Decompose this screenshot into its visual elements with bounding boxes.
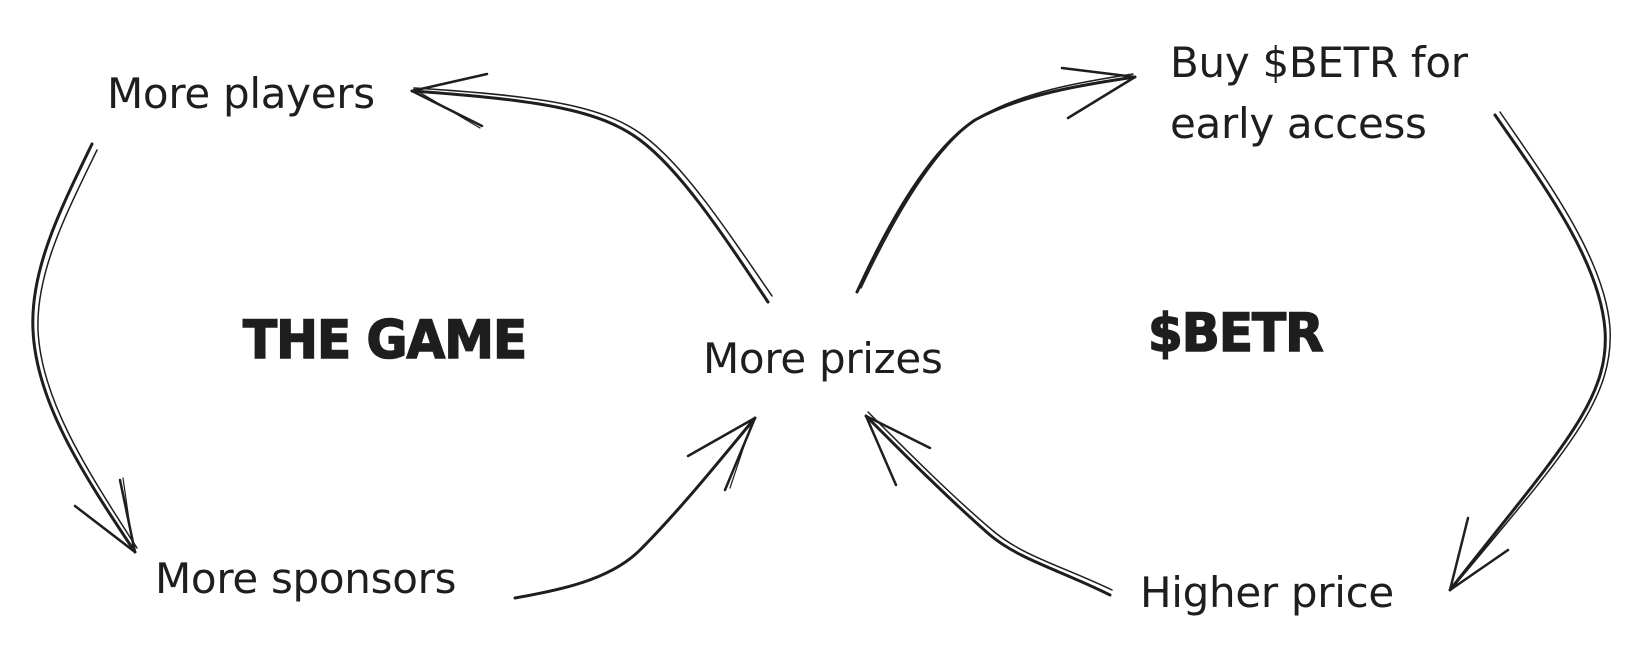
node-more-prizes: More prizes (703, 334, 943, 383)
arrow-players-to-sponsors (31, 142, 138, 554)
arrow-buy-to-higher (1448, 111, 1611, 592)
arrow-prizes-to-buy (855, 66, 1137, 294)
arrow-prizes-to-players (410, 72, 773, 304)
node-more-sponsors: More sponsors (155, 554, 457, 603)
group-title-the-game: THE GAME (242, 309, 528, 371)
arrow-sponsors-to-prizes (513, 416, 757, 600)
node-higher-price: Higher price (1140, 568, 1394, 617)
group-title-betr: $BETR (1147, 302, 1324, 364)
arrow-higher-to-prizes (864, 411, 1113, 597)
node-more-players: More players (107, 69, 375, 118)
node-buy-betr: Buy $BETR for early access (1170, 38, 1468, 148)
